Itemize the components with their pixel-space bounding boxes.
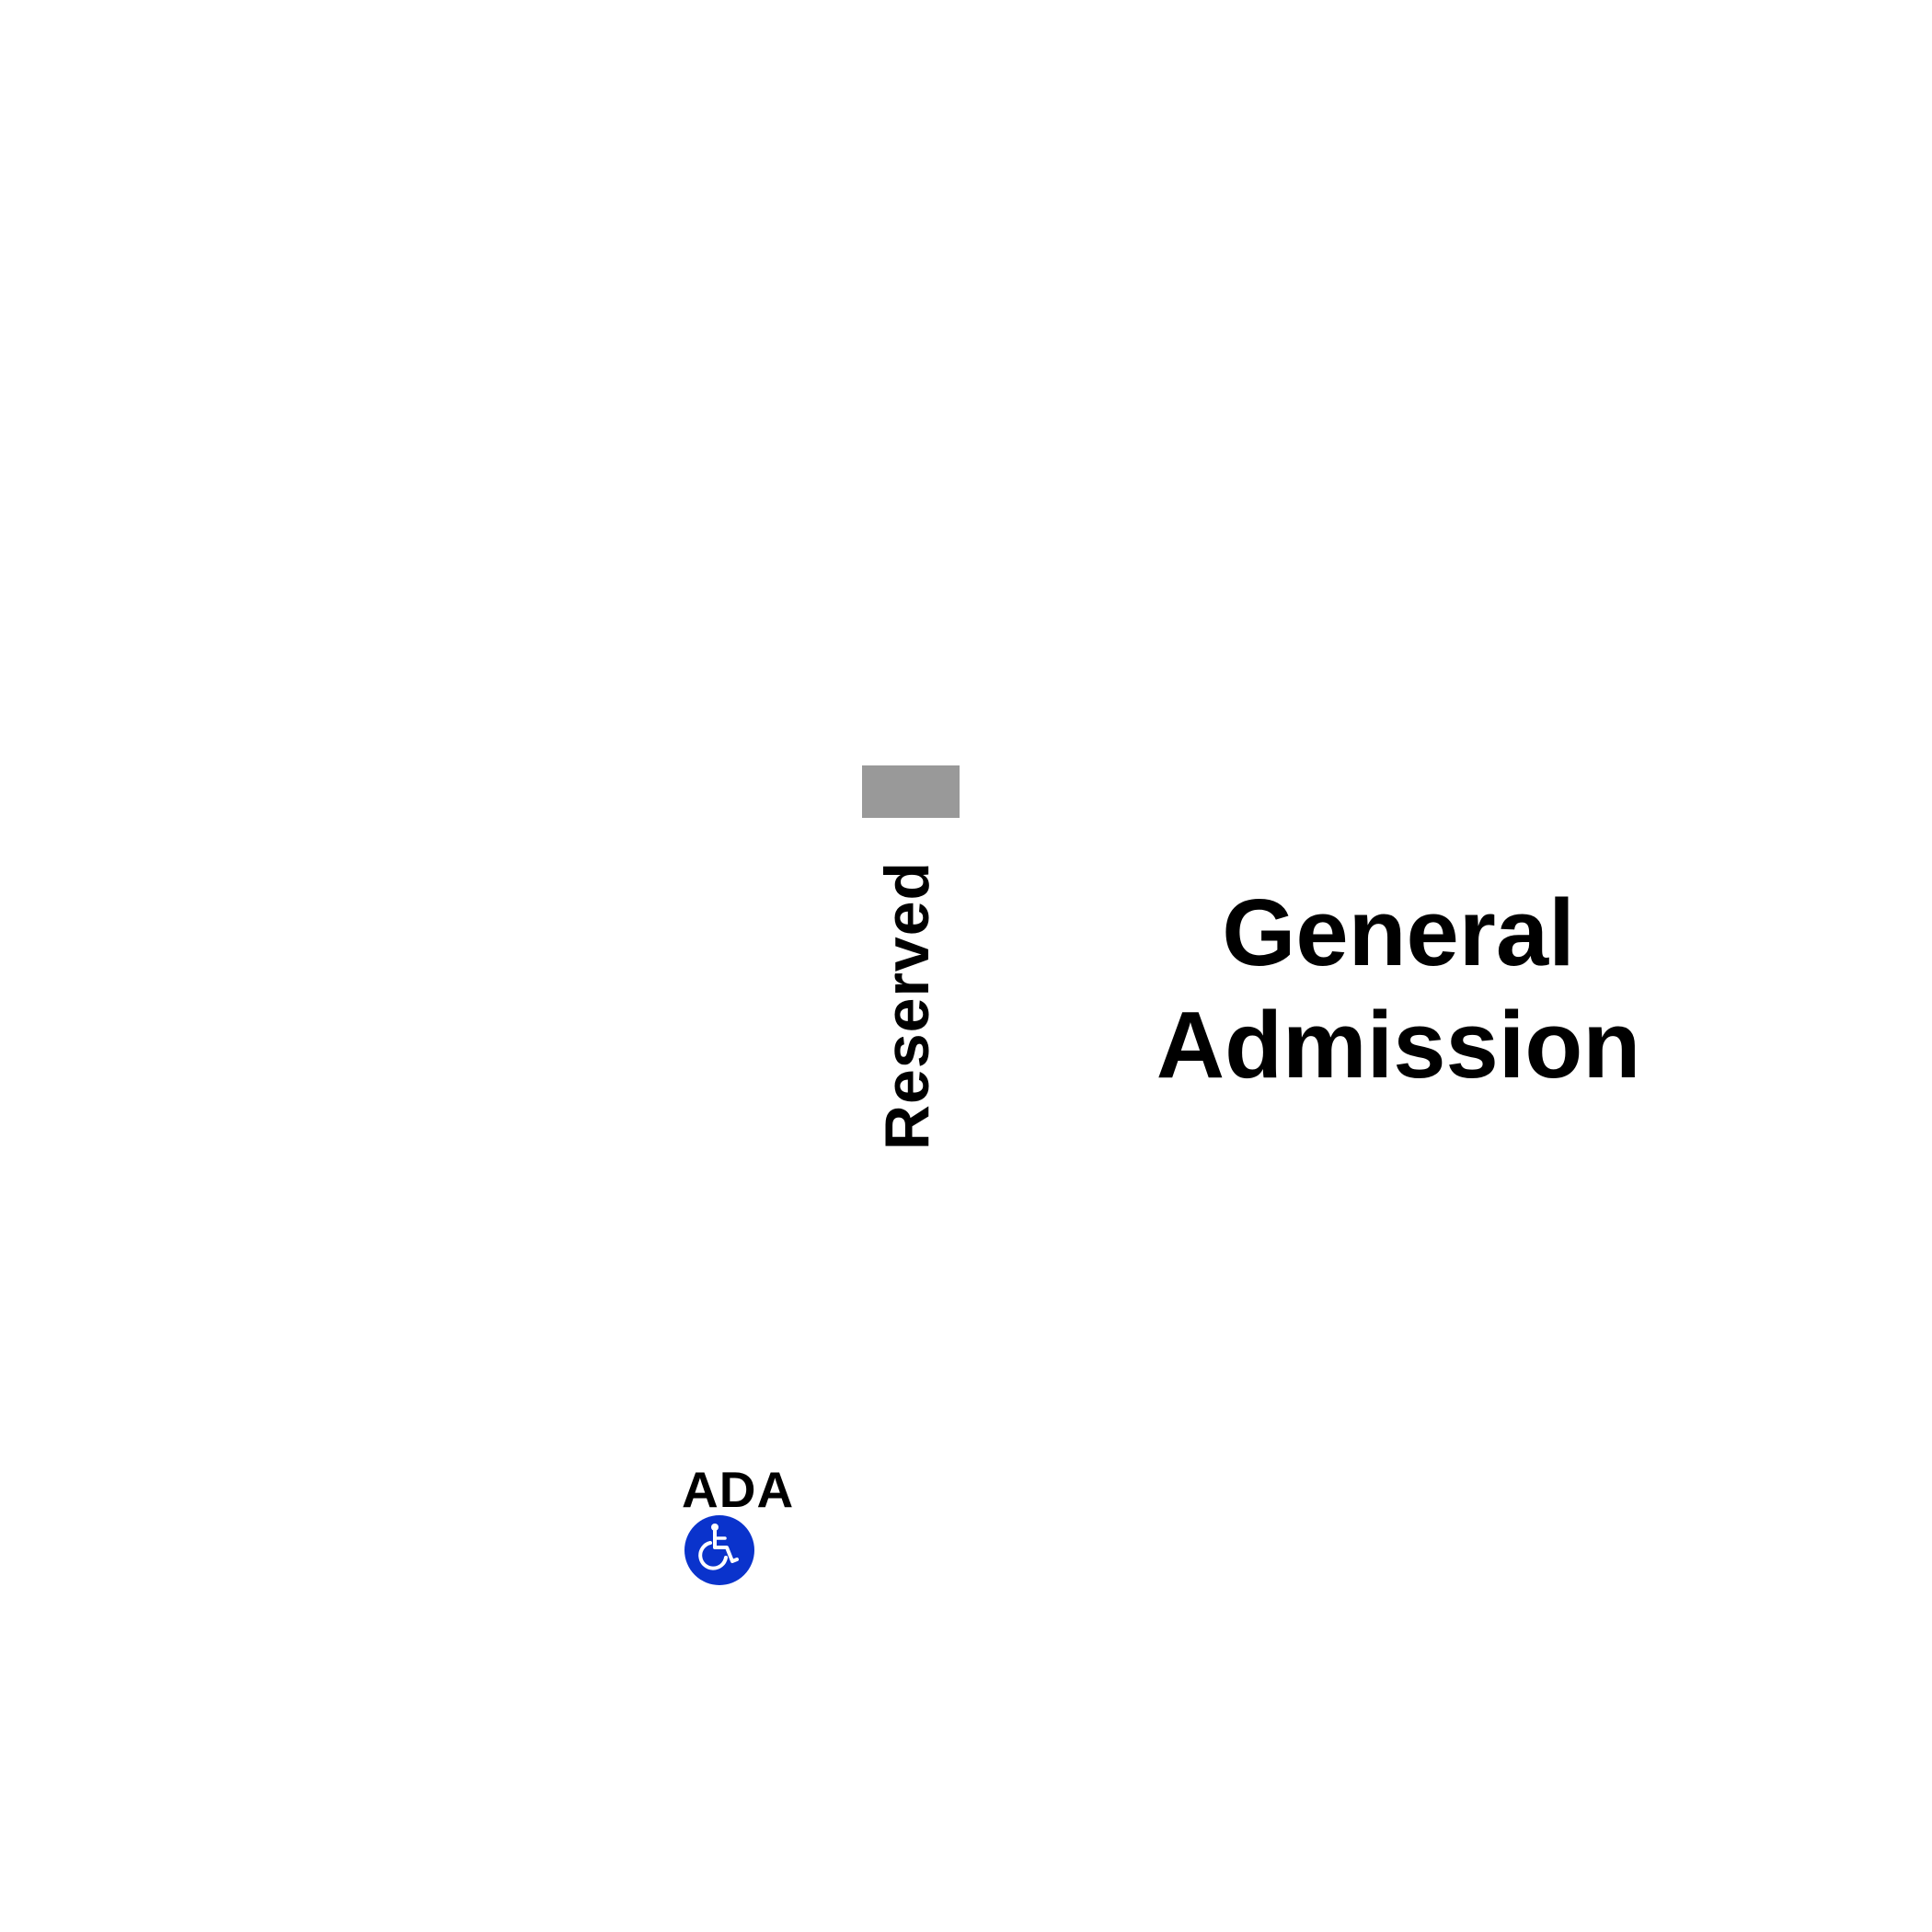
general-admission-line1: General [1222, 880, 1575, 985]
stage-block [862, 765, 960, 818]
reserved-section[interactable]: Reserved [870, 856, 944, 1155]
general-admission-section[interactable]: General Admission [1104, 877, 1693, 1101]
reserved-label: Reserved [872, 860, 942, 1150]
ada-label: ADA [682, 1461, 795, 1518]
general-admission-line2: Admission [1156, 992, 1641, 1098]
wheelchair-icon[interactable] [684, 1515, 754, 1585]
